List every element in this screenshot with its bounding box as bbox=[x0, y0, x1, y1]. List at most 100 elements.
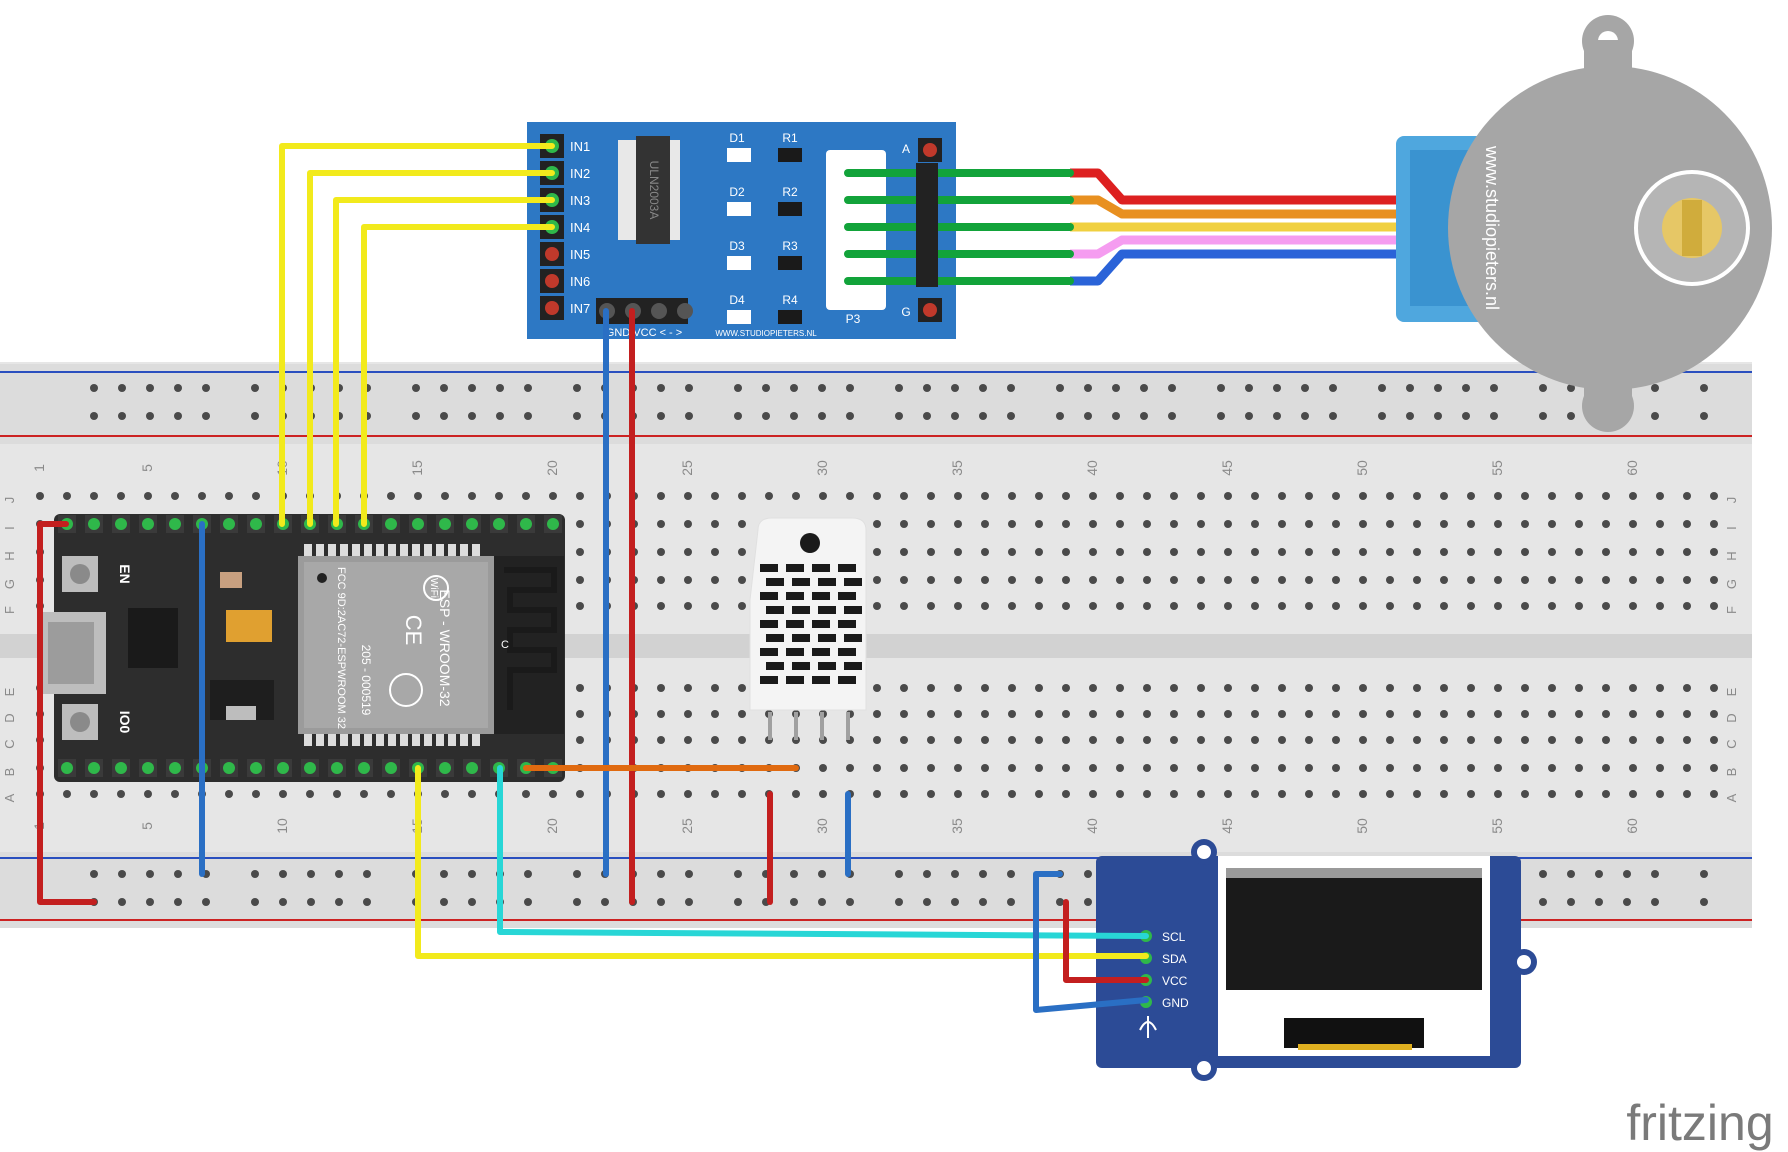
terminal-hole bbox=[1089, 602, 1097, 610]
terminal-hole bbox=[873, 492, 881, 500]
terminal-hole bbox=[792, 492, 800, 500]
terminal-hole bbox=[1710, 736, 1718, 744]
terminal-hole bbox=[1386, 576, 1394, 584]
rail-hole bbox=[1490, 412, 1498, 420]
terminal-hole bbox=[1251, 492, 1259, 500]
terminal-hole bbox=[1710, 790, 1718, 798]
rail-hole bbox=[251, 412, 259, 420]
terminal-hole bbox=[927, 736, 935, 744]
terminal-hole bbox=[1008, 684, 1016, 692]
terminal-hole bbox=[900, 492, 908, 500]
terminal-hole bbox=[1413, 790, 1421, 798]
terminal-hole bbox=[1629, 520, 1637, 528]
terminal-hole bbox=[981, 492, 989, 500]
oled-pin-label: GND bbox=[1162, 996, 1189, 1010]
pin-g: G bbox=[901, 298, 942, 322]
esp32-pin-dot bbox=[115, 762, 127, 774]
terminal-hole bbox=[1170, 764, 1178, 772]
terminal-hole bbox=[1305, 548, 1313, 556]
terminal-hole bbox=[1602, 790, 1610, 798]
driver-output-wires bbox=[844, 169, 1074, 285]
row-letter: E bbox=[1724, 687, 1739, 696]
terminal-hole bbox=[927, 492, 935, 500]
rail-hole bbox=[1700, 870, 1708, 878]
column-number: 5 bbox=[139, 822, 155, 830]
terminal-hole bbox=[1116, 790, 1124, 798]
rail-hole bbox=[790, 384, 798, 392]
terminal-hole bbox=[1332, 710, 1340, 718]
module-pad bbox=[340, 734, 348, 746]
terminal-hole bbox=[414, 492, 422, 500]
terminal-hole bbox=[252, 790, 260, 798]
vent-slot bbox=[766, 578, 784, 586]
row-letter: A bbox=[1724, 793, 1739, 802]
terminal-hole bbox=[171, 790, 179, 798]
terminal-hole bbox=[1143, 790, 1151, 798]
terminal-hole bbox=[144, 790, 152, 798]
terminal-hole bbox=[1251, 764, 1259, 772]
terminal-hole bbox=[954, 520, 962, 528]
terminal-hole bbox=[1116, 492, 1124, 500]
terminal-hole bbox=[225, 492, 233, 500]
terminal-hole bbox=[1197, 492, 1205, 500]
terminal-hole bbox=[1440, 764, 1448, 772]
rail-hole bbox=[1490, 384, 1498, 392]
esp32-pin-dot bbox=[115, 518, 127, 530]
terminal-hole bbox=[711, 736, 719, 744]
terminal-hole bbox=[1251, 684, 1259, 692]
terminal-hole bbox=[1575, 576, 1583, 584]
module-pad bbox=[388, 544, 396, 556]
rail-hole bbox=[818, 870, 826, 878]
terminal-hole bbox=[1494, 736, 1502, 744]
terminal-hole bbox=[1089, 576, 1097, 584]
wire-in1 bbox=[279, 143, 555, 527]
terminal-hole bbox=[1359, 520, 1367, 528]
terminal-hole bbox=[1116, 602, 1124, 610]
esp32-pin-dot bbox=[304, 762, 316, 774]
terminal-hole bbox=[1602, 520, 1610, 528]
en-button[interactable]: EN bbox=[62, 556, 133, 592]
column-number: 60 bbox=[1624, 460, 1640, 476]
terminal-hole bbox=[1089, 764, 1097, 772]
rail-hole bbox=[1301, 412, 1309, 420]
oled-pin-label: SCL bbox=[1162, 930, 1186, 944]
terminal-hole bbox=[1089, 710, 1097, 718]
rail-hole bbox=[118, 898, 126, 906]
terminal-hole bbox=[954, 684, 962, 692]
terminal-hole bbox=[1035, 602, 1043, 610]
terminal-hole bbox=[873, 520, 881, 528]
vent-slot bbox=[792, 578, 810, 586]
terminal-hole bbox=[1359, 548, 1367, 556]
terminal-hole bbox=[468, 492, 476, 500]
terminal-hole bbox=[1062, 790, 1070, 798]
vent-slot bbox=[844, 662, 862, 670]
rail-hole bbox=[734, 384, 742, 392]
terminal-hole bbox=[468, 790, 476, 798]
terminal-hole bbox=[1521, 548, 1529, 556]
rail-hole bbox=[524, 870, 532, 878]
terminal-hole bbox=[1683, 602, 1691, 610]
vent-slot bbox=[786, 564, 804, 572]
terminal-hole bbox=[1494, 520, 1502, 528]
vent-slot bbox=[818, 634, 836, 642]
terminal-hole bbox=[1224, 790, 1232, 798]
terminal-hole bbox=[1656, 520, 1664, 528]
rail-hole bbox=[1434, 384, 1442, 392]
io0-button[interactable]: IO0 bbox=[62, 704, 133, 740]
column-number: 5 bbox=[139, 464, 155, 472]
terminal-hole bbox=[819, 790, 827, 798]
terminal-hole bbox=[900, 520, 908, 528]
terminal-hole bbox=[1521, 602, 1529, 610]
rail-hole bbox=[979, 384, 987, 392]
esp32-pin-dot bbox=[385, 518, 397, 530]
rail-hole bbox=[251, 870, 259, 878]
terminal-hole bbox=[873, 602, 881, 610]
resistor bbox=[778, 256, 802, 270]
rail-hole bbox=[1007, 412, 1015, 420]
rail-hole bbox=[524, 384, 532, 392]
rail-hole bbox=[468, 384, 476, 392]
terminal-hole bbox=[1143, 576, 1151, 584]
terminal-hole bbox=[1008, 602, 1016, 610]
vent-slot bbox=[786, 648, 804, 656]
